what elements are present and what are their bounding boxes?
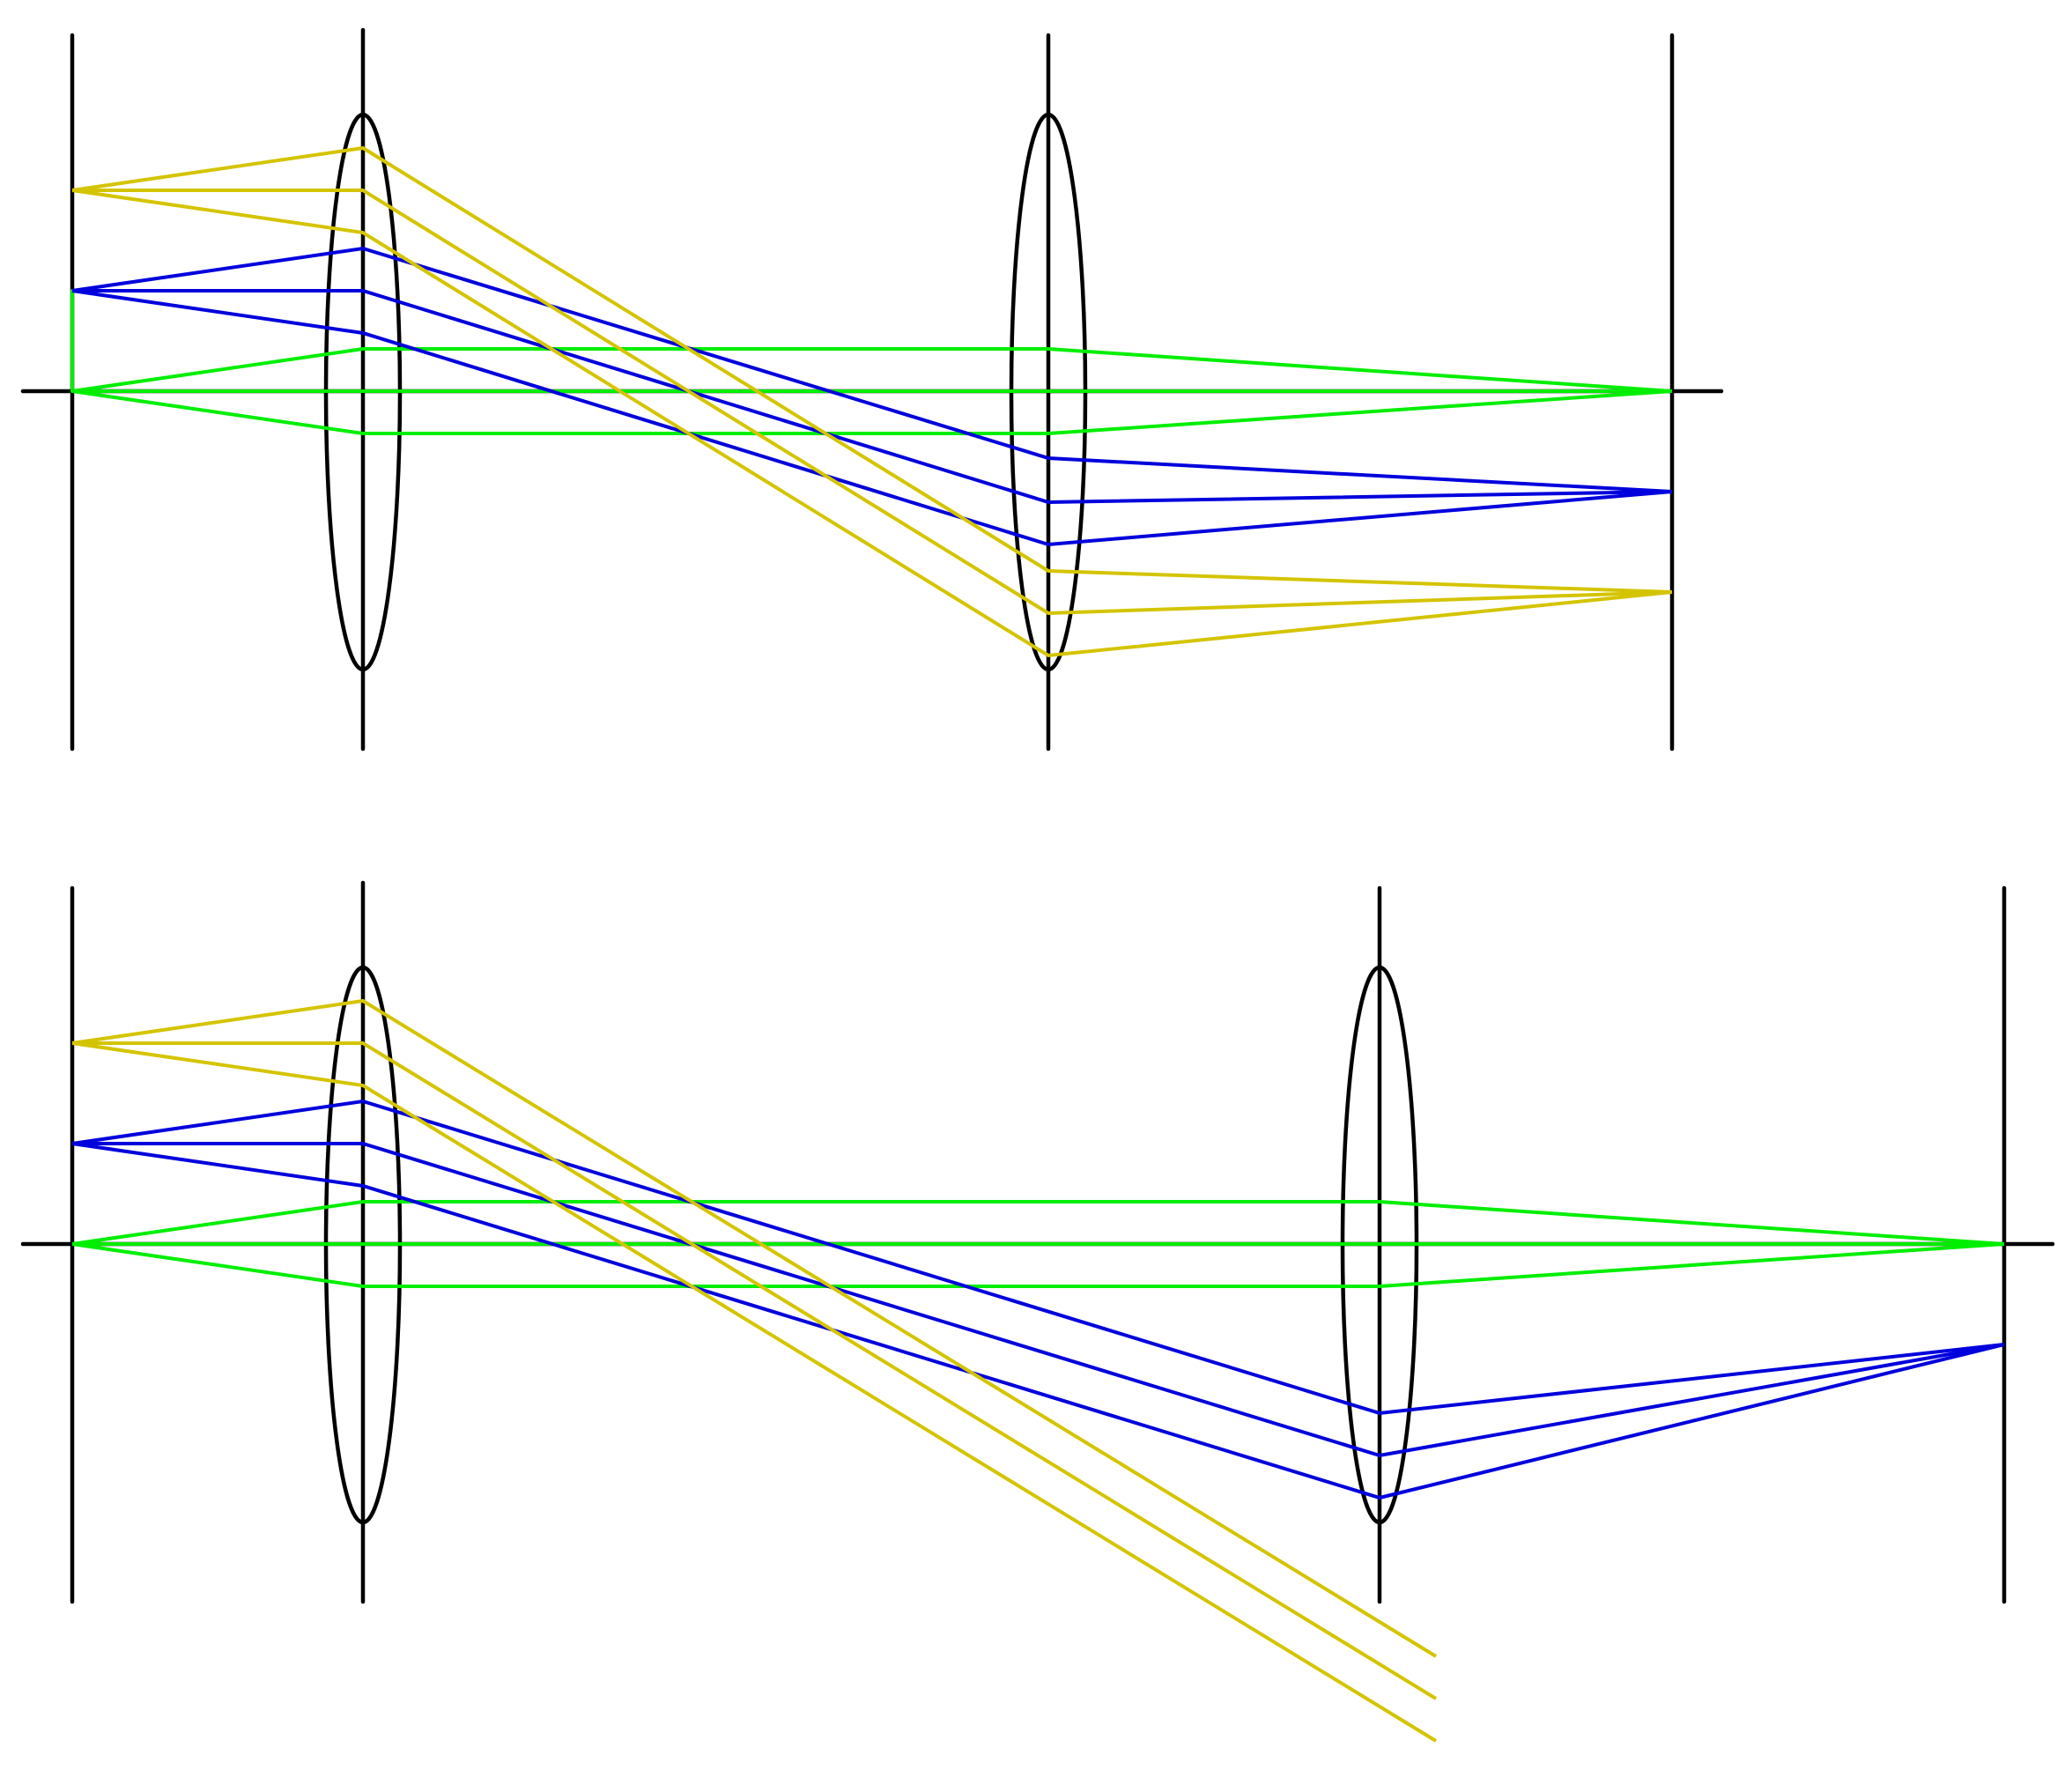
ray-bundle-mid-field xyxy=(71,246,1673,547)
ray-on-axis-3 xyxy=(71,1242,2005,1288)
ray-mid-field-2 xyxy=(72,1142,2005,1458)
diagram-bottom xyxy=(20,880,2055,1743)
ray-edge-field-3 xyxy=(71,1041,1438,1743)
ray-mid-field-3 xyxy=(71,1142,2005,1500)
ray-bundle-edge-field xyxy=(71,145,1673,658)
ray-bundle-on-axis xyxy=(71,1200,2005,1288)
ray-on-axis-1 xyxy=(71,1200,2005,1246)
ray-edge-field-2 xyxy=(72,189,1673,616)
ray-on-axis-3 xyxy=(71,389,1673,435)
diagram-top xyxy=(20,27,1724,752)
ray-mid-field-2 xyxy=(72,289,1673,505)
ray-edge-field-2 xyxy=(72,1041,1438,1700)
ray-edge-field-3 xyxy=(71,189,1673,658)
ray-mid-field-1 xyxy=(71,1099,2005,1416)
ray-bundle-mid-field xyxy=(71,1099,2005,1500)
ray-on-axis-1 xyxy=(71,347,1673,393)
ray-mid-field-3 xyxy=(71,289,1673,547)
ray-bundle-edge-field xyxy=(71,998,1438,1743)
ray-bundle-on-axis xyxy=(70,289,1673,435)
ray-edge-field-1 xyxy=(71,145,1673,594)
ray-edge-field-1 xyxy=(71,998,1438,1658)
ray-mid-field-1 xyxy=(71,246,1673,493)
